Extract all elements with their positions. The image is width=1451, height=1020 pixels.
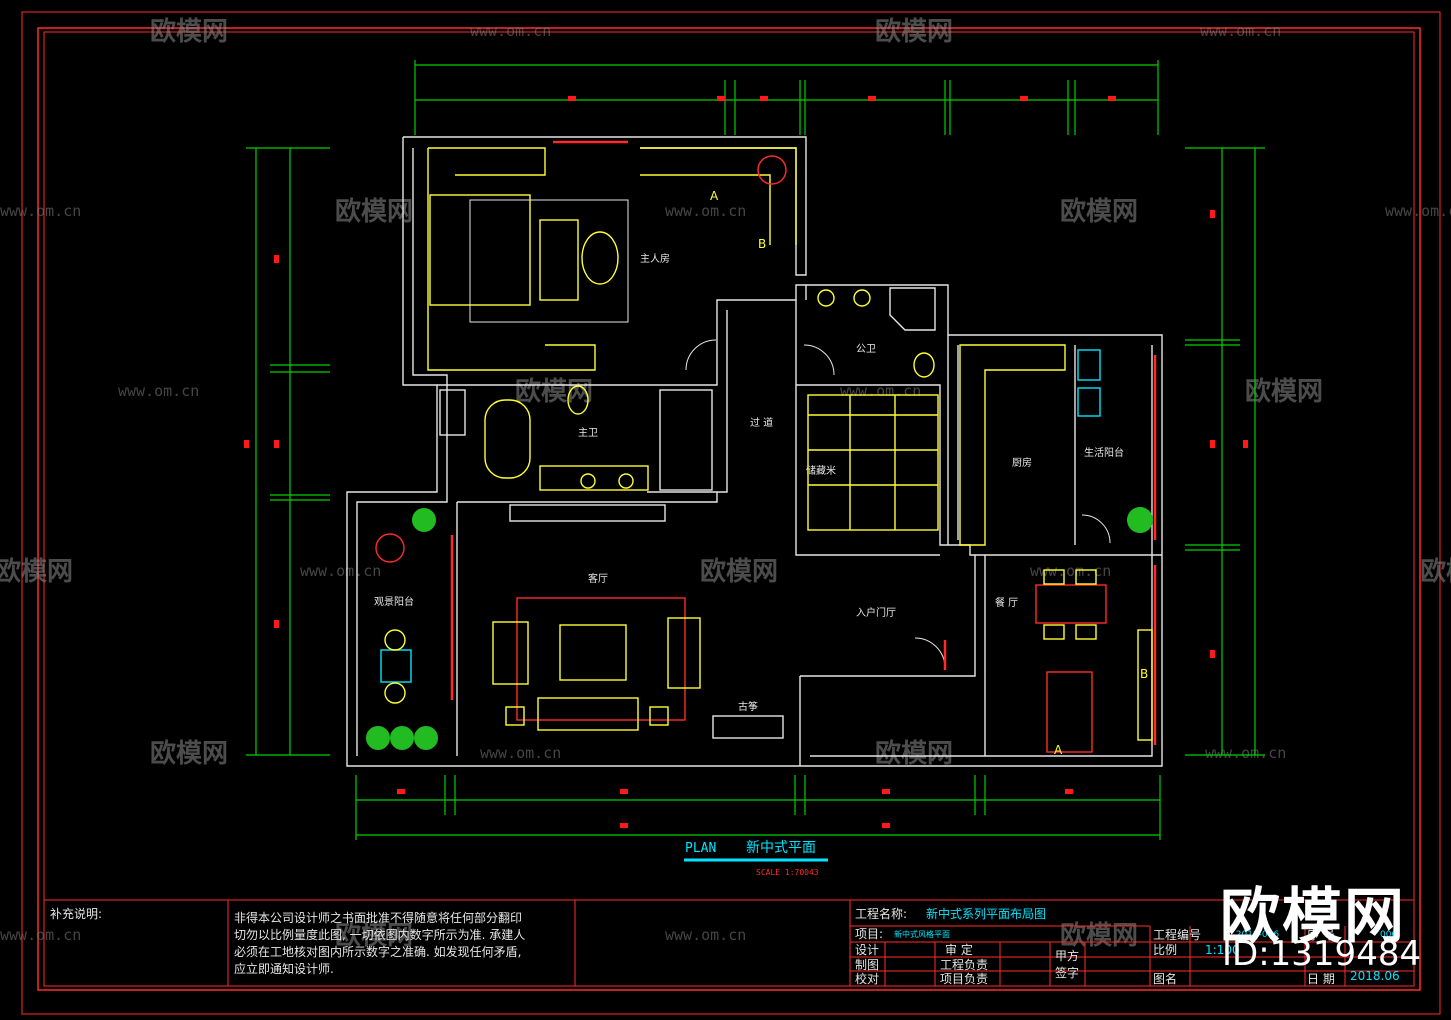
notes-line-4: 应立即通知设计师.	[234, 961, 334, 976]
room-labels: 主人房 公卫 主卫 过 道 储藏米 厨房 生活阳台 客厅 观景阳台 入户门厅 餐…	[374, 252, 1124, 713]
project-name-label: 工程名称:	[855, 906, 907, 921]
watermark-image-id: ID:1319484	[1222, 934, 1422, 974]
scale-value: 1:100	[1205, 943, 1240, 957]
watermark-url: www.om.cn	[0, 202, 81, 220]
review-label: 审 定	[945, 942, 973, 957]
seq-label: 序 号	[1307, 927, 1335, 942]
seq-value: 006	[1380, 930, 1397, 940]
watermark-logo: 欧模网	[700, 556, 778, 587]
watermark-logo: 欧模网	[150, 16, 228, 47]
watermark-logo: 欧模网	[1060, 920, 1138, 951]
room-label-living: 客厅	[588, 572, 608, 585]
room-label-corridor: 过 道	[750, 416, 773, 429]
dimension-value-markers	[244, 96, 1248, 828]
watermark-url: www.om.cn	[470, 22, 551, 40]
notes-label: 补充说明:	[50, 906, 102, 921]
marker-a: A	[1054, 743, 1063, 757]
date-value: 2018.06	[1350, 969, 1400, 983]
plan-title-en: PLAN	[685, 841, 716, 856]
date-label: 日 期	[1307, 972, 1335, 986]
design-label: 设计	[855, 943, 879, 957]
room-label-utility-balcony: 生活阳台	[1084, 446, 1124, 459]
watermark-url: www.om.cn	[118, 382, 199, 400]
watermark-url: www.om.cn	[300, 562, 381, 580]
room-label-public-bath: 公卫	[856, 344, 876, 355]
watermark-logo: 欧模网	[1245, 376, 1323, 407]
plan-title: PLAN 新中式平面 SCALE 1:70043	[684, 840, 828, 877]
watermark-url: www.om.cn	[0, 926, 81, 944]
watermark-url: www.om.cn	[480, 744, 561, 762]
room-label-master-bedroom: 主人房	[640, 252, 670, 265]
watermark-logo: 欧模网	[0, 556, 73, 587]
watermark-logo: 欧模网	[335, 196, 413, 227]
title-block-text: 补充说明: 非得本公司设计师之书面批准不得随意将任何部分翻印 切勿以比例量度此图…	[50, 906, 1400, 986]
room-label-master-bath: 主卫	[578, 427, 598, 439]
furniture	[375, 147, 1153, 753]
watermark-url: www.om.cn	[1030, 562, 1111, 580]
watermark-logo: 欧模网	[1420, 556, 1451, 587]
watermark-url: www.om.cn	[665, 926, 746, 944]
marker-a: A	[710, 189, 719, 203]
sign-label: 签字	[1055, 965, 1079, 980]
scale-label: 比例	[1153, 943, 1177, 957]
room-label-storage: 储藏米	[806, 464, 836, 477]
watermark-url: www.om.cn	[1205, 744, 1286, 762]
dimension-lines	[246, 60, 1265, 840]
room-label-entrance: 入户门厅	[856, 606, 896, 619]
project-name: 新中式系列平面布局图	[926, 906, 1046, 921]
watermark-logo: 欧模网	[515, 376, 593, 407]
drawing-frame	[21, 11, 1441, 1015]
elevation-markers: A B B A	[710, 189, 1148, 757]
proj-no: AJ-2018-006	[1224, 930, 1279, 940]
room-label-view-balcony: 观景阳台	[374, 595, 414, 608]
watermark-logo: 欧模网	[150, 738, 228, 769]
marker-b: B	[1140, 667, 1148, 681]
proj-no-label: 工程编号	[1153, 927, 1201, 942]
notes-line-1: 非得本公司设计师之书面批准不得随意将任何部分翻印	[234, 910, 522, 925]
draw-label: 制图	[855, 958, 879, 972]
drawing-name-label: 图名	[1153, 971, 1177, 986]
eng-lead-label: 工程负责	[940, 957, 988, 972]
watermark-logo: 欧模网	[875, 16, 953, 47]
red-walls	[450, 140, 1157, 745]
marker-b: B	[758, 237, 766, 251]
party-a-label: 甲方	[1055, 948, 1079, 963]
watermark-url: www.om.cn	[665, 202, 746, 220]
item-value: 新中式风格平面	[894, 929, 950, 939]
plan-scale: SCALE 1:70043	[756, 868, 819, 877]
watermark-logo: 欧模网	[875, 738, 953, 769]
notes-line-3: 必须在工地核对图内所示数字之准确. 如发现任何矛盾,	[234, 944, 521, 959]
walls	[346, 136, 1163, 767]
watermark-logo: 欧模网	[335, 920, 413, 951]
watermark-url: www.om.cn	[1385, 202, 1451, 220]
proj-lead-label: 项目负责	[940, 972, 988, 986]
watermark-brand-logo: 欧模网	[1220, 882, 1406, 952]
item-label: 项目:	[855, 927, 883, 941]
watermark-layer: 欧模网 www.om.cn 欧模网 www.om.cn www.om.cn 欧模…	[0, 16, 1451, 951]
room-label-kitchen: 厨房	[1012, 456, 1032, 469]
check-label: 校对	[855, 971, 879, 986]
notes-line-2: 切勿以比例量度此图, 一切依图内数字所示为准. 承建人	[234, 927, 525, 942]
plan-title-cn: 新中式平面	[746, 840, 816, 856]
title-block	[43, 899, 1415, 987]
watermark-url: www.om.cn	[1200, 22, 1281, 40]
plants	[366, 507, 1153, 750]
room-label-dining: 餐 厅	[995, 596, 1018, 609]
room-label-guzheng: 古筝	[738, 700, 758, 713]
watermark-logo: 欧模网	[1060, 196, 1138, 227]
